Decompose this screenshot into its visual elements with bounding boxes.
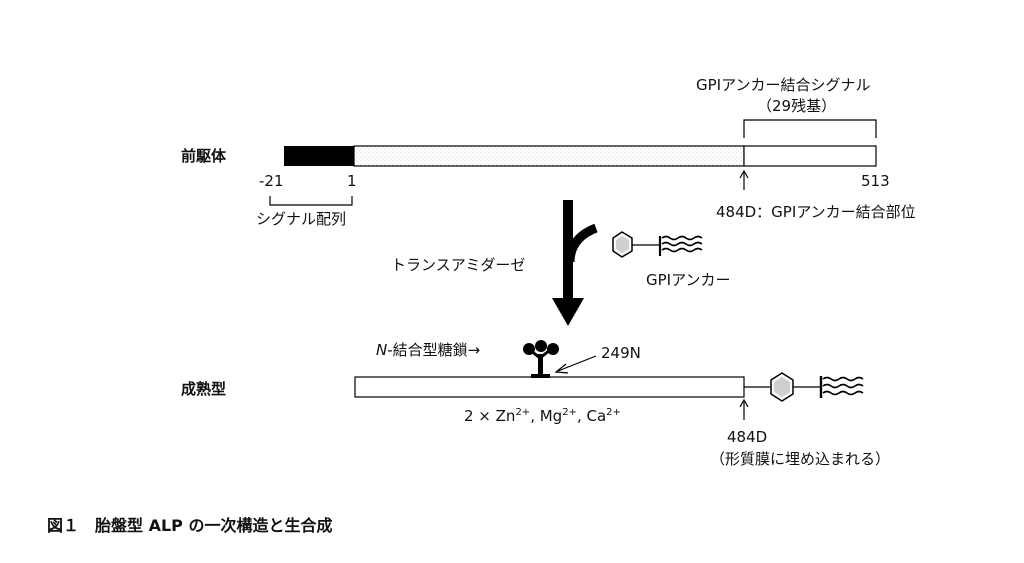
n-glycan-label: N-結合型糖鎖→ (376, 341, 480, 359)
zn-charge: 2+ (515, 407, 531, 418)
figure-caption: 図１ 胎盤型 ALP の一次構造と生合成 (47, 516, 333, 535)
glycan-site-arrow (557, 355, 597, 372)
gpi-signal-segment (743, 145, 877, 167)
precursor-label: 前駆体 (181, 147, 227, 165)
mg-charge: 2+ (562, 407, 577, 418)
start-position-label: -21 (259, 172, 284, 190)
gpi-signal-title: GPIアンカー結合シグナル (696, 76, 871, 94)
glycan-site-label: 249N (601, 344, 641, 362)
gpi-anchor-icon (612, 231, 703, 258)
n-glycan-prefix: N (376, 341, 388, 359)
zn-text: 2 × Zn (464, 407, 516, 425)
precursor-body-segment (353, 145, 745, 167)
membrane-note: （形質膜に埋め込まれる） (710, 450, 891, 468)
ca-charge: 2+ (606, 407, 621, 418)
attached-gpi-anchor-icon (744, 372, 864, 402)
mature-site-label: 484D (727, 428, 768, 446)
gpi-signal-bracket (743, 119, 877, 138)
gpi-attachment-site-label: 484D：GPIアンカー結合部位 (716, 203, 916, 221)
metal-ions-label: 2 × Zn2+, Mg2+, Ca2+ (464, 407, 621, 425)
signal-sequence-bracket (269, 196, 353, 206)
mature-label: 成熟型 (181, 380, 227, 398)
processing-arrow (552, 200, 598, 326)
n-glycan-text: -結合型糖鎖→ (387, 341, 481, 359)
mg-text: , Mg (530, 407, 563, 425)
signal-sequence-segment (284, 146, 354, 166)
gpi-anchor-label: GPIアンカー (646, 271, 731, 289)
ca-text: , Ca (576, 407, 607, 425)
transamidase-label: トランスアミダーゼ (391, 256, 526, 274)
gpi-signal-count: （29残基） (757, 97, 837, 115)
n-glycan-icon (523, 340, 559, 378)
mature-chain-bar (354, 376, 745, 398)
position-one-label: 1 (347, 172, 357, 190)
signal-sequence-label: シグナル配列 (256, 210, 347, 228)
end-position-label: 513 (861, 172, 890, 190)
